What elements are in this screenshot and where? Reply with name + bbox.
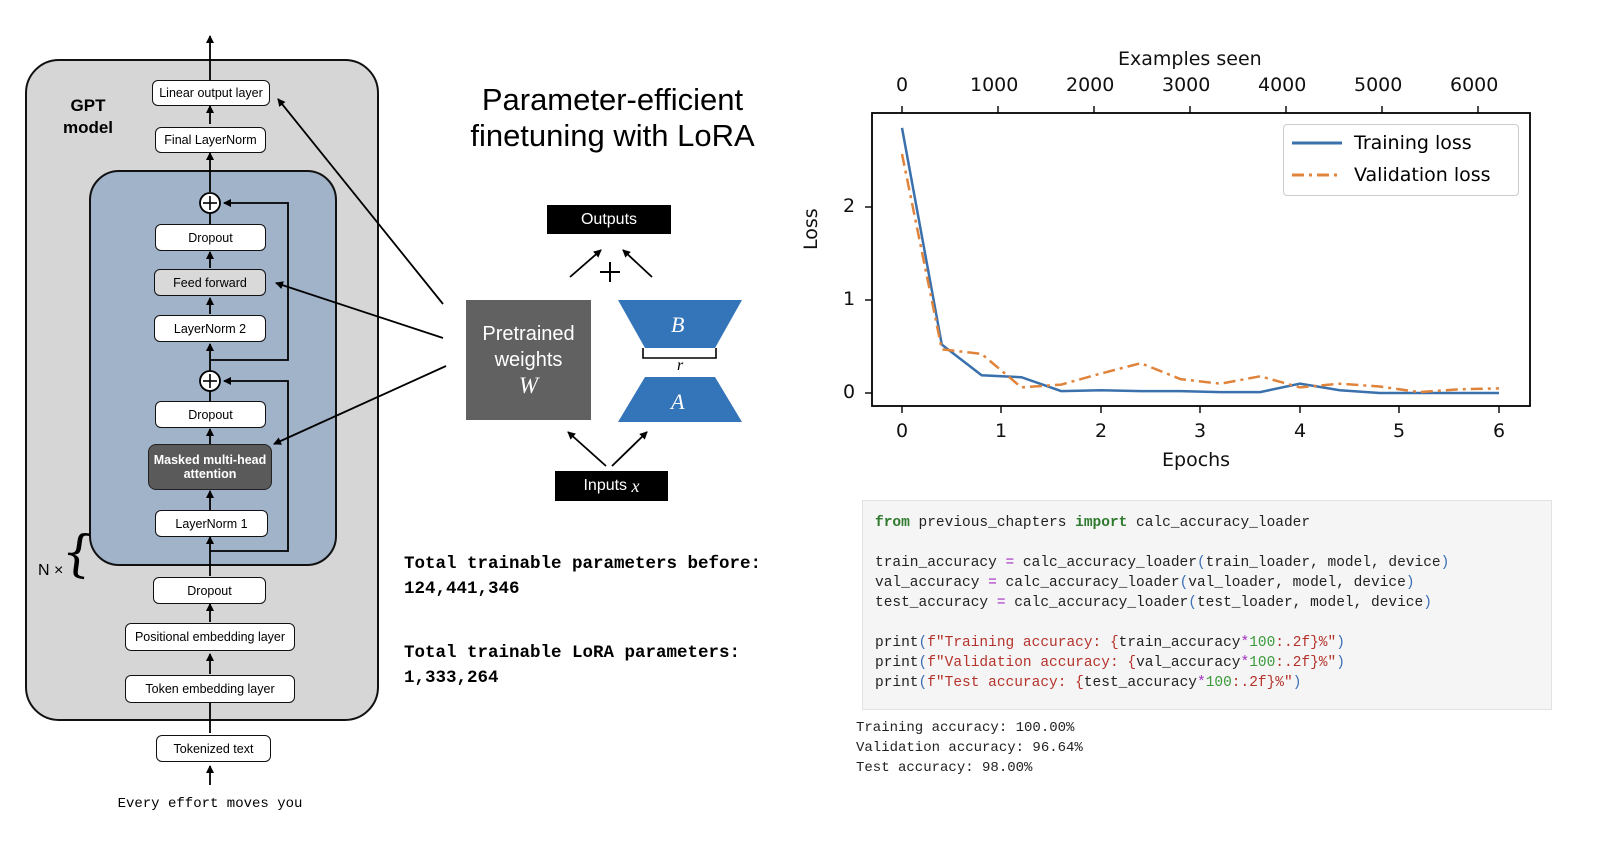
code-editor[interactable]: from previous_chapters import calc_accur… (875, 513, 1449, 693)
x-tick: 5 (1393, 420, 1406, 442)
dropout-embedding-node: Dropout (153, 577, 266, 604)
x2-tick: 6000 (1450, 74, 1499, 96)
code-line: val_accuracy = calc_accuracy_loader(val_… (875, 575, 1415, 591)
x-tick: 1 (995, 420, 1008, 442)
y-tick: 2 (843, 195, 856, 217)
training-loss-line (900, 127, 1499, 395)
input-text-example: Every effort moves you (117, 796, 303, 812)
gpt-connectors (199, 35, 447, 785)
layernorm2-node: LayerNorm 2 (154, 315, 266, 342)
layernorm1-node: LayerNorm 1 (155, 510, 268, 537)
params-lora: Total trainable LoRA parameters: 1,333,2… (404, 643, 741, 688)
rank-label: r (677, 357, 684, 374)
dashdot-line-icon (1292, 173, 1342, 177)
lora-matrix-b-shape (618, 300, 742, 348)
code-line: from previous_chapters import calc_accur… (875, 515, 1311, 531)
output-line: Test accuracy: 98.00% (856, 760, 1033, 776)
lora-connectors (567, 249, 742, 467)
code-line: print(f"Validation accuracy: {val_accura… (875, 655, 1345, 671)
x-axis-title: Epochs (1162, 449, 1231, 471)
validation-loss-line (900, 153, 1500, 394)
repeat-count-label: N × (38, 562, 64, 579)
plus-icon (600, 262, 620, 282)
final-layernorm-node: Final LayerNorm (155, 127, 266, 153)
positional-embedding-node: Positional embedding layer (125, 623, 295, 651)
x-tick: 2 (1095, 420, 1108, 442)
gpt-model-title: GPT model (62, 96, 114, 137)
y-tick: 1 (843, 288, 856, 310)
cell-output: Training accuracy: 100.00% Validation acc… (856, 718, 1083, 778)
matrix-b-label: B (671, 312, 685, 337)
code-line: test_accuracy = calc_accuracy_loader(tes… (875, 595, 1432, 611)
linear-output-layer-node: Linear output layer (152, 80, 270, 106)
x-tick: 4 (1294, 420, 1307, 442)
feed-forward-node: Feed forward (154, 269, 266, 296)
x2-tick: 5000 (1354, 74, 1403, 96)
code-cell[interactable] (862, 500, 1552, 710)
x-tick: 6 (1493, 420, 1506, 442)
lora-matrix-a-shape (618, 377, 742, 422)
masked-multi-head-attention-node: Masked multi-head attention (148, 444, 272, 490)
dropout-mid-node: Dropout (155, 401, 266, 428)
x2-tick: 0 (896, 74, 909, 96)
tokenized-text-node: Tokenized text (156, 735, 271, 762)
code-line: train_accuracy = calc_accuracy_loader(tr… (875, 555, 1450, 571)
y-tick: 0 (843, 381, 856, 403)
code-line: print(f"Test accuracy: {test_accuracy*10… (875, 675, 1302, 691)
x2-tick: 2000 (1066, 74, 1115, 96)
inputs-box: Inputs x (555, 471, 668, 501)
top-axis-title: Examples seen (1118, 48, 1262, 70)
x-tick: 3 (1194, 420, 1207, 442)
outputs-box: Outputs (547, 205, 671, 234)
params-before: Total trainable parameters before: 124,4… (404, 554, 762, 599)
x2-tick: 1000 (970, 74, 1019, 96)
x-tick: 0 (896, 420, 909, 442)
code-line: print(f"Training accuracy: {train_accura… (875, 635, 1345, 651)
pretrained-weights-box: Pretrained weights W (466, 300, 591, 420)
lora-title: Parameter-efficient finetuning with LoRA (470, 82, 755, 153)
chart-legend: Training loss Validation loss (1283, 124, 1519, 196)
x2-tick: 4000 (1258, 74, 1307, 96)
output-line: Validation accuracy: 96.64% (856, 740, 1083, 756)
residual-add-icon (199, 192, 221, 392)
dropout-top-node: Dropout (155, 224, 266, 251)
solid-line-icon (1292, 141, 1342, 145)
legend-item-training: Training loss (1292, 129, 1472, 157)
legend-item-validation: Validation loss (1292, 161, 1491, 189)
output-line: Training accuracy: 100.00% (856, 720, 1075, 736)
matrix-a-label: A (671, 389, 685, 414)
x2-tick: 3000 (1162, 74, 1211, 96)
token-embedding-node: Token embedding layer (125, 675, 295, 703)
